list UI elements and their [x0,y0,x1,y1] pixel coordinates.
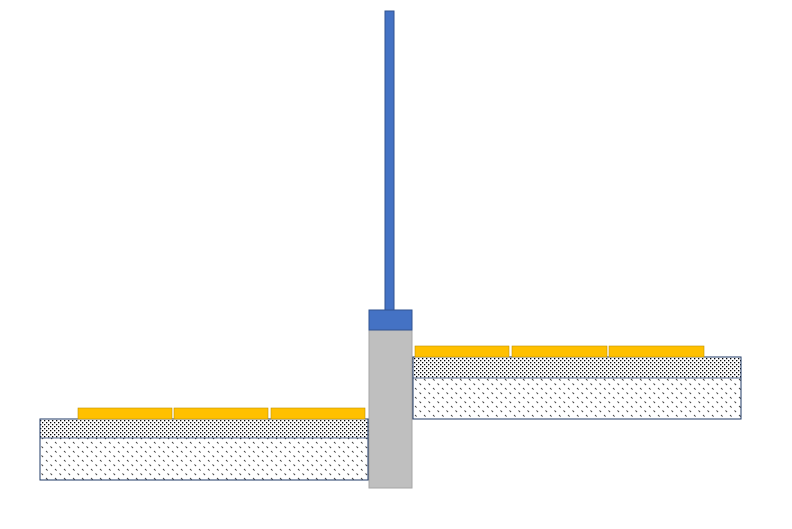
right-gravel-layer [413,357,741,378]
vertical-post [384,10,395,311]
right-soil-layer [413,378,741,419]
post-cap [368,309,413,331]
right-paver-1 [414,345,510,358]
left-paver-1 [77,407,173,420]
right-paver-3 [608,345,705,358]
right-ground-section [412,345,742,420]
left-ground-section [39,407,369,481]
left-soil-layer [40,438,368,480]
concrete-foundation [368,329,413,489]
right-paver-2 [511,345,608,358]
left-paver-3 [270,407,366,420]
left-gravel-layer [40,419,368,438]
left-paver-2 [173,407,269,420]
